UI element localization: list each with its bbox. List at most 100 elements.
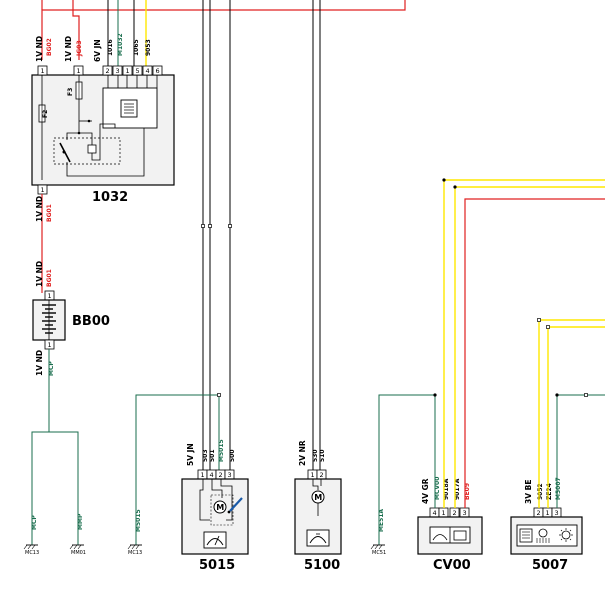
pin-3: 3 <box>463 509 467 517</box>
connector-label-1v-nd-5: 1V ND <box>35 350 44 376</box>
pin-2: 2 <box>219 471 223 479</box>
component-id-cv00: CV00 <box>433 558 471 573</box>
rain-sensor-icon <box>516 524 578 547</box>
pin-1: 1 <box>442 509 446 517</box>
svg-text:M: M <box>314 493 322 502</box>
pin-3: 3 <box>116 67 120 75</box>
wiper-switch-icon <box>429 526 471 544</box>
component-id-5007: 5007 <box>532 558 568 573</box>
wire-label-mcv00: MCV00 <box>434 477 441 500</box>
wire-label-9017a: 9017A <box>454 478 461 500</box>
component-id-5015: 5015 <box>199 558 235 573</box>
pin-2: 2 <box>106 67 110 75</box>
wire-green-m5015 <box>135 394 220 545</box>
top-wire-labels: 1V ND BG02 1V ND JG03 6V JN 1016 M1032 1… <box>35 33 152 62</box>
fuse-label-f2: F2 <box>42 110 49 118</box>
pin-2: 2 <box>537 509 541 517</box>
wire-label-m5015: M5015 <box>135 509 142 532</box>
pin-2: 2 <box>320 471 324 479</box>
component-bb00: 1 1 BB00 <box>32 290 110 350</box>
connector-label-6v-jn: 6V JN <box>93 39 102 62</box>
motor-icon: M <box>199 479 243 526</box>
fuse-label-f3: F3 <box>67 88 74 96</box>
pin-4: 4 <box>433 509 437 517</box>
connector-label-1v-nd: 1V ND <box>35 36 44 62</box>
wire-label-1016: 1016 <box>107 39 114 56</box>
ground-icon <box>127 544 142 550</box>
wire-label-ze24: ZE24 <box>546 483 553 500</box>
wire-label-mcp: MCP <box>48 361 55 376</box>
connector-label-2v-nr: 2V NR <box>298 440 307 466</box>
ground-icon <box>370 544 385 550</box>
pin-6: 6 <box>156 67 160 75</box>
wire-label-bg01: BG01 <box>46 204 53 222</box>
ground-label-mc13-2: MC13 <box>128 550 142 556</box>
connector-label-1v-nd-4: 1V ND <box>35 261 44 287</box>
connector-label-1v-nd-3: 1V ND <box>35 196 44 222</box>
top-wires <box>41 0 406 470</box>
component-cv00: 4 1 2 3 CV00 <box>417 480 483 573</box>
pin-1: 1 <box>77 67 81 75</box>
pin-1: 1 <box>41 67 45 75</box>
pin-1: 1 <box>546 509 550 517</box>
pin-1: 1 <box>48 341 52 349</box>
wire-label-9018a: 9018A <box>443 478 450 500</box>
pin-1: 1 <box>311 471 315 479</box>
wire-label-jg03: JG03 <box>76 40 83 57</box>
ground-label-mm01: MM01 <box>71 550 86 556</box>
wire-label-530: 530 <box>312 449 319 462</box>
component-5007: 2 1 3 50 <box>510 480 583 573</box>
wire-label-m5015-2: M5015 <box>218 439 225 462</box>
component-5015: 1 4 2 3 M 5015 <box>181 469 249 573</box>
ground-icon <box>23 544 38 550</box>
right-wires <box>378 178 605 545</box>
fuse-icon <box>38 75 46 180</box>
ground-wires-left <box>31 349 79 545</box>
wire-label-m5007: M5007 <box>555 477 562 500</box>
wire-label-me51a: ME51A <box>378 509 385 532</box>
component-5100: 1 2 M 5100 <box>294 469 342 573</box>
wire-label-mmp: MMP <box>77 513 84 530</box>
pin-1: 1 <box>41 186 45 194</box>
motor-icon: M <box>311 479 325 516</box>
wire-label-1065: 1065 <box>133 39 140 56</box>
wire-red-jg03 <box>72 0 80 60</box>
component-id-bb00: BB00 <box>72 314 110 329</box>
pin-4: 4 <box>146 67 150 75</box>
wire-label-bg01-2: BG01 <box>46 269 53 287</box>
wire-red-top-frame <box>41 0 406 60</box>
wire-label-510: 510 <box>319 449 326 462</box>
pin-3: 3 <box>555 509 559 517</box>
pin-2: 2 <box>453 509 457 517</box>
battery-icon <box>42 300 56 340</box>
pin-1: 1 <box>201 471 205 479</box>
component-1032: 1 1 2 3 1 5 4 6 <box>31 65 175 205</box>
connector-label-3v-be: 3V BE <box>524 480 533 504</box>
wire-label-mcp-2: MCP <box>31 515 38 530</box>
washer-icon <box>306 529 330 547</box>
wire-label-bg02: BG02 <box>46 38 53 56</box>
wire-label-m1032: M1032 <box>117 33 124 56</box>
component-id-5100: 5100 <box>304 558 340 573</box>
connector-label-1v-nd-2: 1V ND <box>64 36 73 62</box>
wire-label-501: 501 <box>209 449 216 462</box>
ground-icon <box>69 544 84 550</box>
pin-4: 4 <box>210 471 214 479</box>
wire-label-be09: BE09 <box>464 483 471 500</box>
pin-1: 1 <box>126 67 130 75</box>
pin-1: 1 <box>48 292 52 300</box>
pin-5: 5 <box>136 67 140 75</box>
wire-label-9053: 9053 <box>145 39 152 56</box>
wire-label-503: 503 <box>202 449 209 462</box>
svg-text:M: M <box>216 503 224 512</box>
wire-label-9052: 9052 <box>537 483 544 500</box>
pin-3: 3 <box>228 471 232 479</box>
ground-label-mc13: MC13 <box>25 550 39 556</box>
ground-label-mc51: MC51 <box>372 550 386 556</box>
ic-chip-icon <box>120 99 138 118</box>
component-id-1032: 1032 <box>92 190 128 205</box>
connector-label-4v-gr: 4V GR <box>421 478 430 504</box>
wire-label-500: 500 <box>229 449 236 462</box>
wiper-icon <box>203 531 227 549</box>
